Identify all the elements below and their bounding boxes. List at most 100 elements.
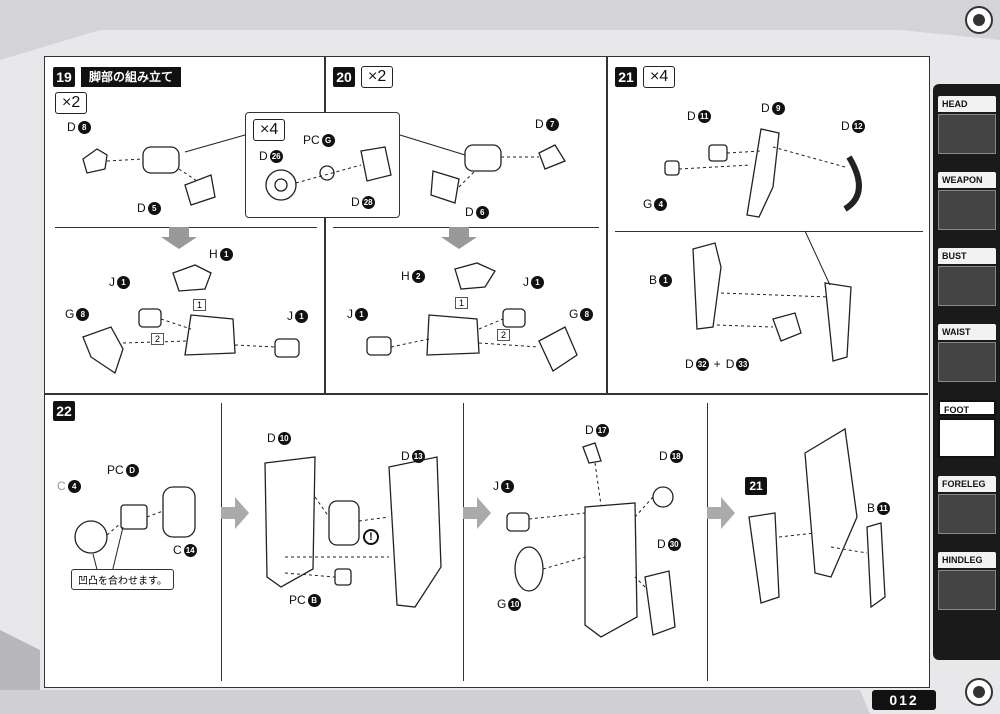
sub-assembly-qty: ×4	[253, 119, 286, 141]
step22-ref-badge: 21	[745, 477, 767, 495]
sidebar-tab-label: WAIST	[938, 324, 996, 340]
guide-lines	[106, 146, 868, 588]
part-d7	[538, 144, 566, 170]
part-d6	[430, 170, 460, 204]
sidebar-tab-head[interactable]: HEAD	[938, 96, 996, 154]
order-mark-20-1: 1	[455, 297, 468, 309]
part-c14	[162, 486, 196, 538]
part-b11	[866, 522, 886, 609]
right-arrow-1	[221, 497, 249, 529]
sidebar-tab-label: FOOT	[938, 400, 996, 416]
section-sidebar: HEAD WEAPON BUST WAIST FOOT FORELEG HIND…	[933, 84, 1000, 660]
step22-divider-3	[707, 403, 708, 681]
down-arrow-19	[161, 227, 197, 249]
step20-number: 20	[333, 67, 355, 87]
part-c4	[74, 520, 108, 554]
part-h2	[454, 262, 496, 290]
right-arrow-3	[707, 497, 735, 529]
part-j1-d	[502, 308, 526, 328]
part-d5	[184, 174, 216, 206]
right-arrow-2	[463, 497, 491, 529]
weapon-icon	[938, 190, 996, 230]
waist-icon	[938, 342, 996, 382]
step22-divider-2	[463, 403, 464, 681]
part-step21-assembly	[748, 512, 780, 604]
parts-illustration	[74, 128, 886, 638]
step21-qty: ×4	[643, 66, 676, 88]
part-j1-b	[274, 338, 300, 358]
part-h1	[172, 264, 212, 292]
sidebar-tab-label: HINDLEG	[938, 552, 996, 568]
part-d17	[582, 442, 602, 464]
step20-qty: ×2	[361, 66, 394, 88]
part-d13	[388, 456, 442, 608]
part-hip-joint-20	[464, 144, 502, 172]
part-pc-b	[334, 568, 352, 586]
part-pc-g	[319, 165, 335, 181]
part-g8-a	[82, 326, 124, 375]
down-arrow-20	[441, 227, 477, 249]
part-hip-joint-19	[142, 146, 180, 174]
sidebar-tab-bust[interactable]: BUST	[938, 248, 996, 306]
part-j1-a	[138, 308, 162, 328]
instruction-sheet: 19 脚部の組み立て ×2 20 ×2 21 ×4 22 ×4	[44, 56, 930, 688]
step22-divider-1	[221, 403, 222, 681]
page-number: 012	[872, 690, 936, 710]
step21-number: 21	[615, 67, 637, 87]
part-pc-d	[120, 504, 148, 530]
part-d11	[708, 144, 728, 162]
step19-qty: ×2	[55, 92, 88, 114]
sidebar-tab-foot[interactable]: FOOT	[938, 400, 996, 458]
foot-icon	[938, 418, 996, 458]
order-mark-19-2: 2	[151, 333, 164, 345]
part-b1	[692, 242, 722, 330]
row-divider	[45, 393, 928, 395]
head-icon	[938, 114, 996, 154]
part-d10	[264, 456, 316, 588]
step19-title: 脚部の組み立て	[81, 67, 182, 87]
order-mark-20-2: 2	[497, 329, 510, 341]
sidebar-tab-hindleg[interactable]: HINDLEG	[938, 552, 996, 610]
part-g8-b	[538, 326, 578, 372]
foreleg-icon	[938, 494, 996, 534]
col-divider-2	[606, 57, 608, 393]
part-leg-assembly-21	[824, 282, 852, 362]
note-align: 凹凸を合わせます。	[71, 569, 174, 590]
sidebar-tab-waist[interactable]: WAIST	[938, 324, 996, 382]
sidebar-tab-weapon[interactable]: WEAPON	[938, 172, 996, 230]
part-g10	[514, 546, 544, 592]
order-mark-19-1: 1	[193, 299, 206, 311]
part-leg-core-22	[584, 502, 638, 638]
sidebar-tab-foreleg[interactable]: FORELEG	[938, 476, 996, 534]
step22-number: 22	[53, 401, 75, 421]
part-d12	[843, 155, 862, 212]
sidebar-tab-label: BUST	[938, 248, 996, 264]
